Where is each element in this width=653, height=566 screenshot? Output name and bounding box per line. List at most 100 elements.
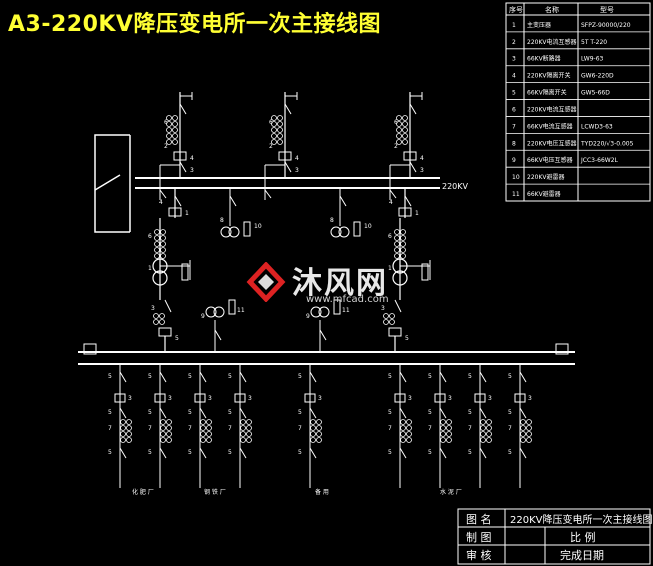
bus-isolator (284, 161, 292, 173)
title-block-drawn-label: 制 图 (466, 531, 492, 544)
current-transformer (446, 437, 452, 443)
line-isolator (409, 103, 417, 115)
current-transformer (310, 425, 316, 431)
terminal-number: 4 (190, 155, 194, 162)
terminal-number: 4 (159, 199, 163, 206)
current-transformer (271, 139, 277, 145)
breaker (173, 151, 187, 161)
terminal-number: 6 (394, 119, 398, 126)
current-transformer (440, 419, 446, 425)
current-transformer (153, 319, 159, 325)
terminal-number: 5 (148, 449, 152, 456)
current-transformer (126, 431, 132, 437)
current-transformer (400, 241, 406, 247)
current-transformer (406, 437, 412, 443)
current-transformer (316, 437, 322, 443)
current-transformer (480, 419, 486, 425)
feeder-label-spare: 备 用 (315, 488, 329, 496)
current-transformer (172, 127, 178, 133)
terminal-number: 5 (468, 373, 472, 380)
current-transformer (246, 419, 252, 425)
current-transformer (240, 419, 246, 425)
table-cell-name: 66KV避雷器 (527, 190, 561, 198)
table-cell-index: 10 (512, 174, 520, 181)
current-transformer (154, 241, 160, 247)
current-transformer (120, 419, 126, 425)
current-transformer (160, 241, 166, 247)
drawing-title: A3-220KV降压变电所一次主接线图 (8, 12, 381, 37)
watermark-text: 沐风网 (292, 266, 388, 301)
current-transformer (206, 425, 212, 431)
feeder-bus-isolator (239, 371, 247, 383)
current-transformer (120, 425, 126, 431)
current-transformer (402, 121, 408, 127)
feeder-line-isolator (479, 407, 487, 419)
main-transformer (152, 270, 168, 286)
current-transformer (277, 127, 283, 133)
current-transformer (400, 437, 406, 443)
table-cell-model: GW6-220D (581, 73, 614, 80)
terminal-number: 5 (108, 449, 112, 456)
table-header: 序号 (509, 5, 523, 14)
current-transformer (480, 437, 486, 443)
watermark-logo-icon (246, 262, 286, 302)
current-transformer (520, 431, 526, 437)
terminal-number: 5 (108, 373, 112, 380)
current-transformer (526, 437, 532, 443)
current-transformer (526, 425, 532, 431)
current-transformer (383, 319, 389, 325)
feeder-label-steel: 钢 铁 厂 (204, 488, 226, 496)
pt-isolator (319, 329, 327, 341)
terminal-number: 1 (185, 210, 189, 217)
current-transformer (200, 419, 206, 425)
current-transformer (240, 431, 246, 437)
feeder-line-isolator (399, 447, 407, 459)
transformer-isolator (404, 195, 412, 207)
terminal-number: 5 (388, 409, 392, 416)
bus-section-breaker (555, 343, 569, 355)
table-header: 型号 (600, 5, 614, 14)
current-transformer (154, 253, 160, 259)
parts-table (505, 2, 651, 202)
terminal-number: 7 (508, 425, 512, 432)
current-transformer (520, 419, 526, 425)
main-transformer (392, 270, 408, 286)
table-cell-name: 220KV电流互感器 (527, 105, 577, 113)
title-block-date-label: 完成日期 (560, 548, 604, 562)
current-transformer (166, 437, 172, 443)
arrester (421, 263, 429, 281)
terminal-number: 5 (148, 373, 152, 380)
terminal-number: 6 (148, 233, 152, 240)
table-cell-model: 5T T-220 (581, 39, 607, 46)
voltage-transformer (228, 226, 240, 238)
current-transformer (206, 437, 212, 443)
terminal-number: 5 (428, 449, 432, 456)
feeder-breaker (394, 393, 406, 403)
feeder-breaker (234, 393, 246, 403)
feeder-line-isolator (119, 447, 127, 459)
feeder-line-isolator (239, 447, 247, 459)
table-cell-name: 220KV避雷器 (527, 173, 565, 181)
table-cell-index: 1 (512, 22, 516, 29)
current-transformer (200, 425, 206, 431)
current-transformer (277, 139, 283, 145)
feeder-label-fertilizer: 化 肥 厂 (132, 488, 154, 496)
current-transformer (126, 437, 132, 443)
current-transformer (160, 247, 166, 253)
terminal-number: 5 (468, 409, 472, 416)
current-transformer (271, 133, 277, 139)
terminal-number: 8 (220, 217, 224, 224)
table-cell-index: 2 (512, 39, 516, 46)
table-cell-model: GW5-66D (581, 90, 610, 97)
current-transformer (126, 419, 132, 425)
breaker (158, 327, 172, 337)
current-transformer (159, 313, 165, 319)
current-transformer (277, 115, 283, 121)
current-transformer (126, 425, 132, 431)
terminal-number: 7 (188, 425, 192, 432)
breaker (168, 207, 182, 217)
current-transformer (271, 121, 277, 127)
current-transformer (160, 431, 166, 437)
current-transformer (394, 247, 400, 253)
